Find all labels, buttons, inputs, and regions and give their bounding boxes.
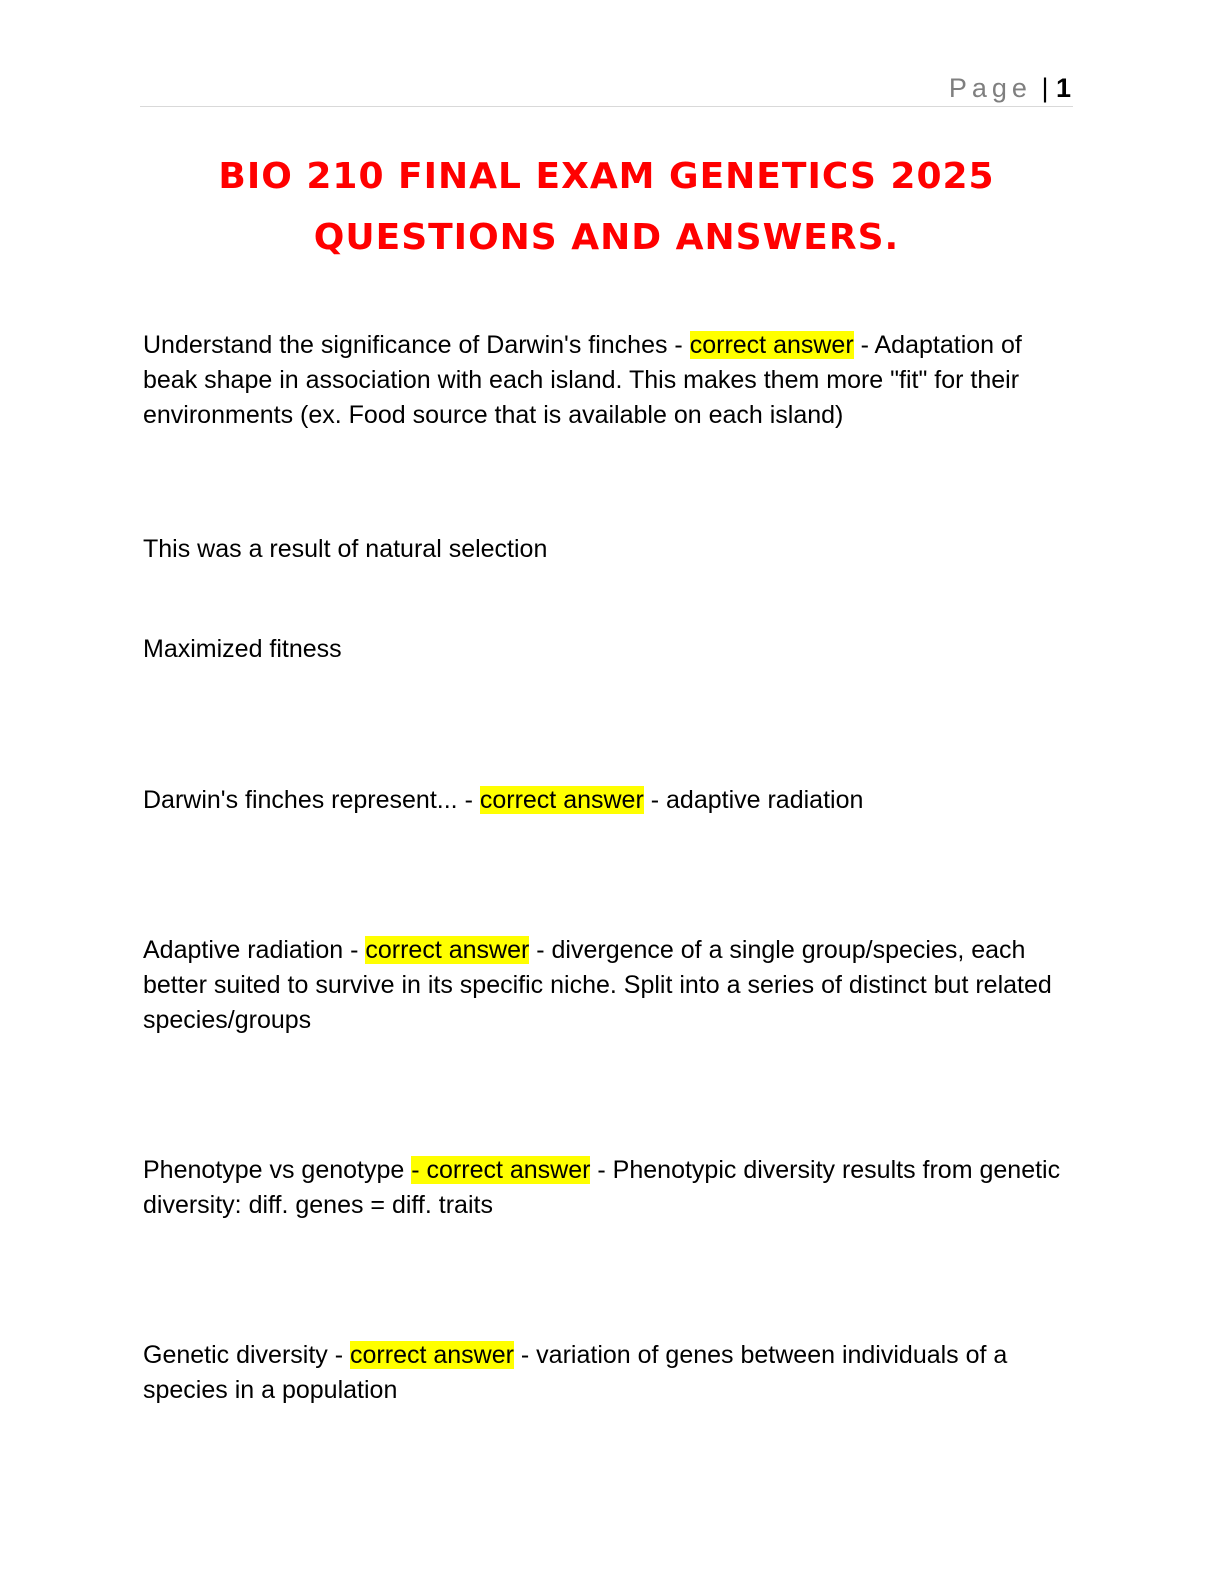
answer-highlight: correct answer (479, 786, 644, 814)
document-title-line-2: QUESTIONS AND ANSWERS. (313, 217, 900, 258)
question-text: Genetic diversity - (143, 1341, 351, 1369)
question-text: Phenotype vs genotype (143, 1156, 412, 1184)
answer-text: - variation of genes between individuals… (143, 1341, 1008, 1404)
note-text: Maximized fitness (143, 635, 342, 663)
document-title-line-1: BIO 210 FINAL EXAM GENETICS 2025 (218, 156, 995, 197)
qa-entry-genetic-diversity: Genetic diversity - correct answer - var… (143, 1338, 1078, 1408)
note-natural-selection: This was a result of natural selection (143, 532, 1078, 567)
note-text: This was a result of natural selection (143, 535, 548, 563)
question-text: Understand the significance of Darwin's … (143, 331, 690, 359)
answer-highlight: - correct answer (411, 1156, 591, 1184)
document-title: BIO 210 FINAL EXAM GENETICS 2025 QUESTIO… (140, 146, 1073, 268)
question-text: Adaptive radiation - (143, 936, 366, 964)
answer-highlight: correct answer (365, 936, 530, 964)
qa-entry-adaptive-radiation: Adaptive radiation - correct answer - di… (143, 933, 1078, 1038)
answer-text: - adaptive radiation (643, 786, 864, 814)
page-word: Page (948, 73, 1032, 103)
page-separator: | (1041, 73, 1049, 103)
question-text: Darwin's finches represent... - (143, 786, 480, 814)
page-number: 1 (1055, 73, 1071, 103)
page-number-label: Page | 1 (949, 72, 1071, 104)
page-header: Page | 1 (140, 70, 1073, 107)
note-maximized-fitness: Maximized fitness (143, 632, 1078, 667)
qa-entry-darwins-finches-represent: Darwin's finches represent... - correct … (143, 783, 1078, 818)
answer-highlight: correct answer (689, 331, 854, 359)
qa-entry-phenotype-vs-genotype: Phenotype vs genotype - correct answer -… (143, 1153, 1078, 1223)
qa-entry-darwins-finches-significance: Understand the significance of Darwin's … (143, 328, 1078, 433)
answer-highlight: correct answer (350, 1341, 514, 1369)
answer-text: - Phenotypic diversity results from gene… (143, 1156, 1061, 1219)
answer-text: - divergence of a single group/species, … (143, 936, 1052, 1034)
answer-text: - Adaptation of beak shape in associatio… (143, 331, 1022, 429)
